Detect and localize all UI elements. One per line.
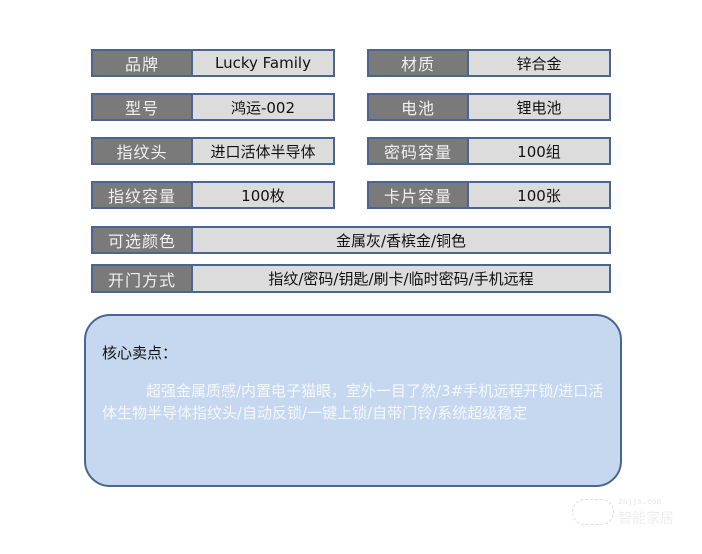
watermark: znjjs.com 智能家居 bbox=[570, 495, 680, 527]
spec-value: 鸿运-002 bbox=[230, 98, 296, 117]
spec-value: 金属灰/香槟金/铜色 bbox=[335, 231, 467, 250]
spec-label: 材质 bbox=[369, 51, 469, 75]
spec-card-capacity: 卡片容量 100张 bbox=[367, 181, 611, 209]
core-body: 超强金属质感/内置电子猫眼，室外一目了然/3#手机远程开锁/进口活体生物半导体指… bbox=[102, 382, 604, 422]
spec-label: 开门方式 bbox=[93, 266, 193, 291]
spec-label: 卡片容量 bbox=[369, 183, 469, 207]
spec-value: 进口活体半导体 bbox=[210, 142, 316, 161]
spec-material: 材质 锌合金 bbox=[367, 49, 611, 77]
spec-label: 指纹容量 bbox=[93, 183, 193, 207]
spec-label: 品牌 bbox=[93, 51, 193, 75]
spec-brand: 品牌 Lucky Family bbox=[91, 49, 335, 77]
spec-fingerprint-sensor: 指纹头 进口活体半导体 bbox=[91, 137, 335, 165]
spec-value: 100组 bbox=[517, 142, 561, 161]
spec-value: 100张 bbox=[517, 186, 561, 205]
spec-value: 指纹/密码/钥匙/刷卡/临时密码/手机远程 bbox=[268, 270, 534, 288]
watermark-url: znjjs.com bbox=[618, 497, 662, 506]
spec-model: 型号 鸿运-002 bbox=[91, 93, 335, 121]
spec-value: 锂电池 bbox=[516, 98, 562, 117]
spec-password-capacity: 密码容量 100组 bbox=[367, 137, 611, 165]
spec-label: 可选颜色 bbox=[93, 228, 193, 252]
spec-label: 电池 bbox=[369, 95, 469, 119]
spec-battery: 电池 锂电池 bbox=[367, 93, 611, 121]
spec-label: 指纹头 bbox=[93, 139, 193, 163]
watermark-text: 智能家居 bbox=[618, 511, 674, 527]
spec-value: 锌合金 bbox=[516, 54, 562, 73]
spec-value: Lucky Family bbox=[215, 54, 311, 72]
spec-label: 密码容量 bbox=[369, 139, 469, 163]
core-selling-points-panel: 核心卖点： 超强金属质感/内置电子猫眼，室外一目了然/3#手机远程开锁/进口活体… bbox=[84, 314, 622, 487]
spec-colors: 可选颜色 金属灰/香槟金/铜色 bbox=[91, 226, 611, 254]
spec-value: 100枚 bbox=[241, 186, 285, 205]
spec-fingerprint-capacity: 指纹容量 100枚 bbox=[91, 181, 335, 209]
core-title: 核心卖点： bbox=[102, 344, 178, 362]
spec-unlock-methods: 开门方式 指纹/密码/钥匙/刷卡/临时密码/手机远程 bbox=[91, 264, 611, 293]
cloud-logo-icon bbox=[572, 499, 614, 525]
spec-label: 型号 bbox=[93, 95, 193, 119]
